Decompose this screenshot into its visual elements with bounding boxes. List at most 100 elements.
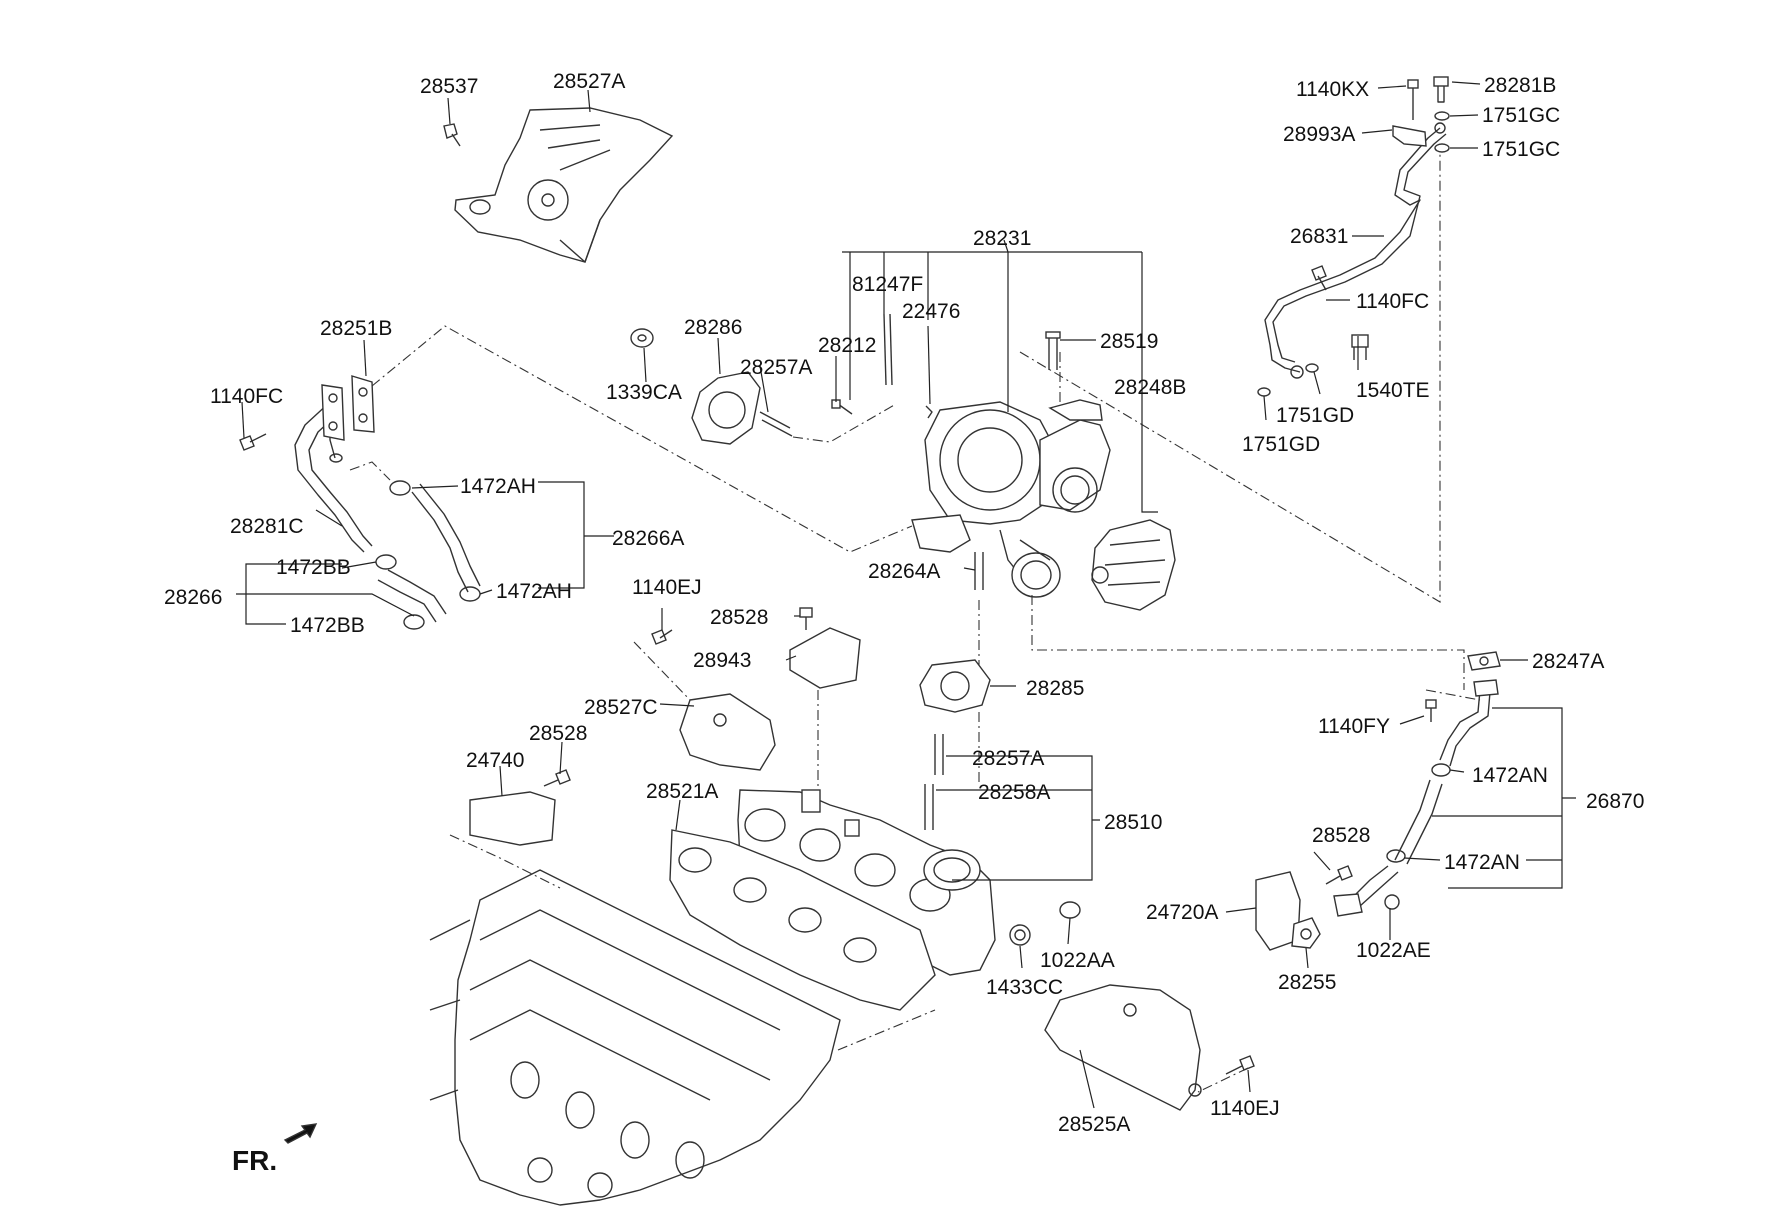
part-labels: 28537 28527A 1140KX 28281B 1751GC 28993A… [164, 70, 1644, 1176]
bracket-28510-group [952, 755, 1100, 881]
front-direction-arrow [283, 1123, 318, 1144]
label-28537: 28537 [420, 75, 478, 98]
nut-1022AA [1059, 901, 1081, 919]
bracket-28943 [789, 627, 861, 689]
gasket-28251B [351, 375, 375, 433]
label-28212: 28212 [818, 334, 876, 357]
label-28993A: 28993A [1283, 123, 1355, 146]
label-1140EJ-lower: 1140EJ [1210, 1097, 1280, 1120]
bolt-1140EJ-lower [1225, 1055, 1255, 1075]
label-28264A: 28264A [868, 560, 940, 583]
label-1472BB-upper: 1472BB [276, 556, 351, 579]
label-1022AE: 1022AE [1356, 939, 1431, 962]
label-28231: 28231 [973, 227, 1031, 250]
bolt-28528-upper [799, 607, 813, 630]
gasket-28255 [1291, 917, 1321, 949]
label-1472AH-lower: 1472AH [496, 580, 572, 603]
clamps-1472AH [389, 480, 481, 602]
label-1472AH-upper: 1472AH [460, 475, 536, 498]
gasket-28285 [919, 659, 991, 713]
label-1751GD-upper: 1751GD [1276, 404, 1354, 427]
bolt-28528-right [1325, 865, 1353, 885]
clip-22476 [925, 405, 933, 419]
label-24740: 24740 [466, 749, 524, 772]
bolt-1540TE [1351, 334, 1369, 360]
label-28248B: 28248B [1114, 376, 1186, 399]
label-1339CA: 1339CA [606, 381, 682, 404]
label-28258A: 28258A [978, 781, 1050, 804]
heat-protector-28525A [1044, 984, 1202, 1111]
label-26831: 26831 [1290, 225, 1348, 248]
dashed-assembly-lines [349, 152, 1481, 1093]
label-28510: 28510 [1104, 811, 1162, 834]
bracket-28266-group [236, 563, 415, 625]
stud-28257A-upper [759, 411, 793, 437]
label-28266: 28266 [164, 586, 222, 609]
leader-lines [241, 81, 1528, 1109]
label-1751GC-upper: 1751GC [1482, 104, 1560, 127]
label-1140FY: 1140FY [1318, 715, 1390, 738]
label-1751GC-lower: 1751GC [1482, 138, 1560, 161]
label-28285: 28285 [1026, 677, 1084, 700]
label-1472AN-upper: 1472AN [1472, 764, 1548, 787]
bolt-1140FY [1425, 699, 1437, 722]
label-1140FC-left: 1140FC [210, 385, 283, 408]
nut-1433CC [1009, 924, 1031, 946]
nut-1022AE [1384, 894, 1400, 910]
label-81247F: 81247F [852, 273, 923, 296]
label-1751GD-lower: 1751GD [1242, 433, 1320, 456]
label-28251B: 28251B [320, 317, 392, 340]
bolt-28528-left [543, 769, 571, 787]
flange-26870-bottom [1333, 893, 1363, 917]
flange-26870-top [1473, 679, 1499, 697]
oil-return-pipe-26870 [1349, 689, 1491, 907]
label-1140EJ-upper: 1140EJ [632, 576, 702, 599]
rod-81247F [883, 313, 893, 386]
hose-28266A [411, 483, 481, 593]
bracket-28231-group [842, 239, 1158, 513]
label-1472AN-lower: 1472AN [1444, 851, 1520, 874]
label-28521A: 28521A [646, 780, 718, 803]
flange-pipe-end [321, 384, 345, 441]
gasket-28286 [691, 371, 761, 445]
label-28527A: 28527A [553, 70, 625, 93]
bolt-1140EJ-upper [651, 629, 673, 645]
label-28255: 28255 [1278, 971, 1336, 994]
label-1140FC-right: 1140FC [1356, 290, 1429, 313]
bolt-1140FC-left [239, 433, 267, 451]
bracket-26870-group [1432, 707, 1576, 889]
label-28528-upper: 28528 [710, 606, 768, 629]
label-24720A: 24720A [1146, 901, 1218, 924]
label-28528-right: 28528 [1312, 824, 1370, 847]
label-28247A: 28247A [1532, 650, 1604, 673]
bolt-1140FC-right [1311, 265, 1327, 291]
label-26870: 26870 [1586, 790, 1644, 813]
washers-1751GC [1434, 111, 1450, 153]
bolt-28537 [443, 97, 461, 147]
heat-protector-24740 [469, 791, 556, 846]
heat-protector-28527A [454, 107, 674, 263]
label-28257A-lower: 28257A [972, 747, 1044, 770]
nut-1339CA [630, 328, 654, 348]
studs-28257A-28258A [924, 734, 944, 830]
gasket-28247A [1467, 651, 1501, 671]
label-28257A-upper: 28257A [740, 356, 812, 379]
label-28519: 28519 [1100, 330, 1158, 353]
stud-28264A [974, 552, 984, 590]
turbocharger-28231 [911, 399, 1111, 598]
actuator-28248B [1091, 519, 1176, 611]
label-22476: 22476 [902, 300, 960, 323]
label-28943: 28943 [693, 649, 751, 672]
label-28281C: 28281C [230, 515, 304, 538]
gasket-28521A [669, 829, 936, 1011]
label-1540TE: 1540TE [1356, 379, 1430, 402]
oil-feed-pipe-26831 [1264, 122, 1447, 379]
bracket-28993A [1392, 125, 1427, 147]
bracket-28266A-group [538, 481, 614, 589]
cylinder-head [429, 869, 841, 1206]
stud-28519 [1045, 331, 1061, 370]
label-28286: 28286 [684, 316, 742, 339]
label-1433CC: 1433CC [986, 976, 1063, 999]
